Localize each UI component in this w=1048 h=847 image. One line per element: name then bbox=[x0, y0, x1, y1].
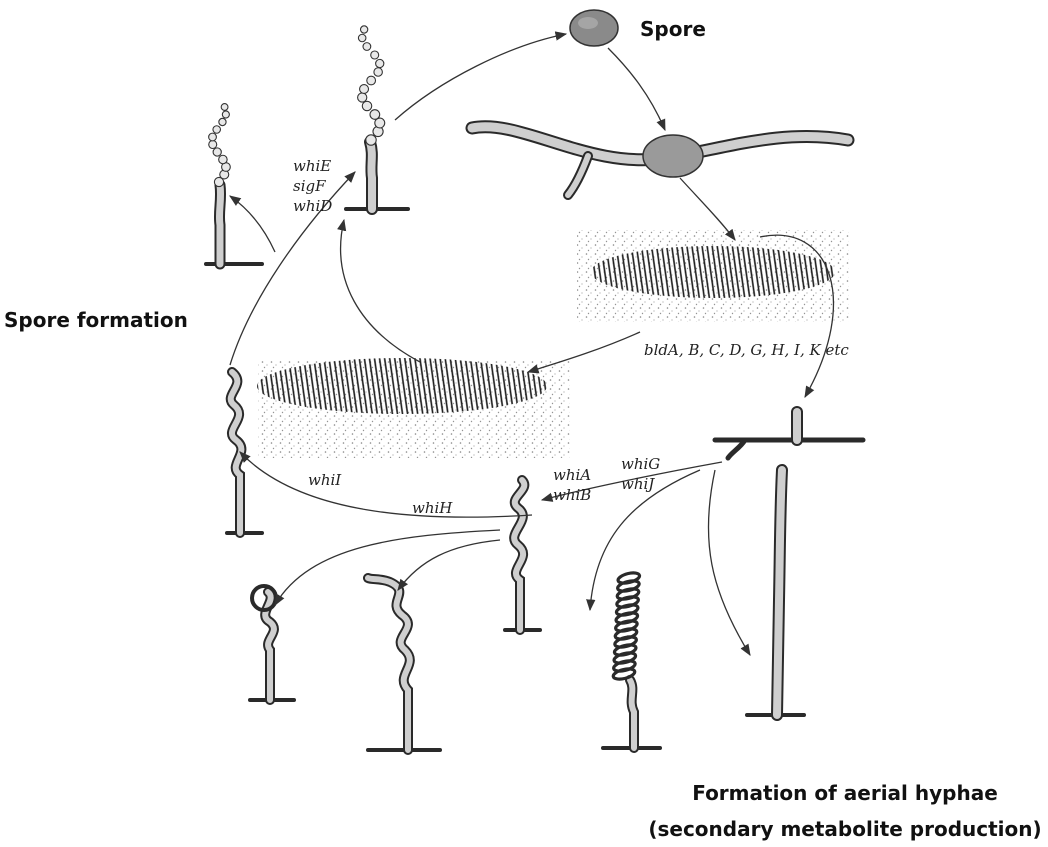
substrate-mycelium-center bbox=[257, 358, 570, 458]
aerial-hypha-coil-whiA-whiB bbox=[505, 480, 540, 630]
spore-bead bbox=[358, 34, 366, 42]
arrow-whiI bbox=[240, 452, 532, 517]
spore-bead bbox=[360, 85, 369, 94]
spore-illustration bbox=[570, 10, 618, 46]
gene-label-whiJ: whiJ bbox=[621, 475, 655, 493]
spore-formation-label: Spore formation bbox=[4, 308, 188, 332]
spore-bead bbox=[219, 155, 227, 163]
spore-bead bbox=[213, 126, 221, 134]
gene-label-whiE: whiE bbox=[293, 157, 331, 175]
gene-label-sigF: sigF bbox=[293, 177, 326, 195]
spore-bead bbox=[219, 118, 226, 125]
spore-formation-coil-left bbox=[227, 372, 262, 533]
spore-bead bbox=[209, 141, 217, 149]
aerial-hypha-straight bbox=[747, 470, 804, 715]
aerial-hypha-tight-spiral bbox=[603, 571, 660, 748]
gene-label-whiA: whiA bbox=[553, 466, 591, 484]
gene-label-whiI: whiI bbox=[308, 471, 342, 489]
aerial-hyphae-label: Formation of aerial hyphae bbox=[692, 781, 998, 805]
spore-bead bbox=[362, 101, 371, 110]
arrow-spore-to-germination bbox=[608, 48, 665, 130]
aerial-hypha-open-wave bbox=[368, 578, 440, 750]
spore-bead bbox=[363, 43, 371, 51]
arrow-chain-to-spore bbox=[395, 34, 566, 120]
arrow-to-developing-chain bbox=[230, 196, 275, 252]
spore-bead bbox=[222, 111, 229, 118]
spore-bead bbox=[221, 104, 228, 111]
gene-label-whiD: whiD bbox=[293, 197, 332, 215]
spore-bead bbox=[367, 76, 376, 85]
spore-bead bbox=[374, 68, 382, 76]
gene-label-whiB: whiB bbox=[553, 486, 591, 504]
spore-label: Spore bbox=[640, 17, 706, 41]
germinating-spore-illustration bbox=[472, 127, 848, 195]
gene-label-whiH: whiH bbox=[412, 499, 453, 517]
gene-label-bld: bldA, B, C, D, G, H, I, K etc bbox=[644, 341, 849, 359]
gene-label-whiG: whiG bbox=[621, 455, 660, 473]
spore-bead bbox=[366, 135, 376, 145]
spore-bead bbox=[376, 59, 384, 67]
spore-bead bbox=[358, 93, 367, 102]
spore-bead bbox=[370, 110, 380, 120]
secondary-metabolite-label: (secondary metabolite production) bbox=[648, 817, 1041, 841]
spore-bead bbox=[209, 133, 217, 141]
aerial-hypha-tight-curl bbox=[250, 586, 294, 700]
arrow-to-open-wave bbox=[398, 540, 500, 590]
spore-chain-developing bbox=[206, 104, 262, 264]
spore-bead bbox=[371, 51, 379, 59]
spore-bead bbox=[213, 148, 221, 156]
arrow-to-tight-curl bbox=[275, 530, 500, 605]
arrow-to-straight-hypha bbox=[708, 470, 750, 655]
spore-bead bbox=[361, 26, 368, 33]
arrow-center-to-spore-chain bbox=[341, 220, 420, 362]
initial-aerial-hypha bbox=[715, 412, 863, 458]
